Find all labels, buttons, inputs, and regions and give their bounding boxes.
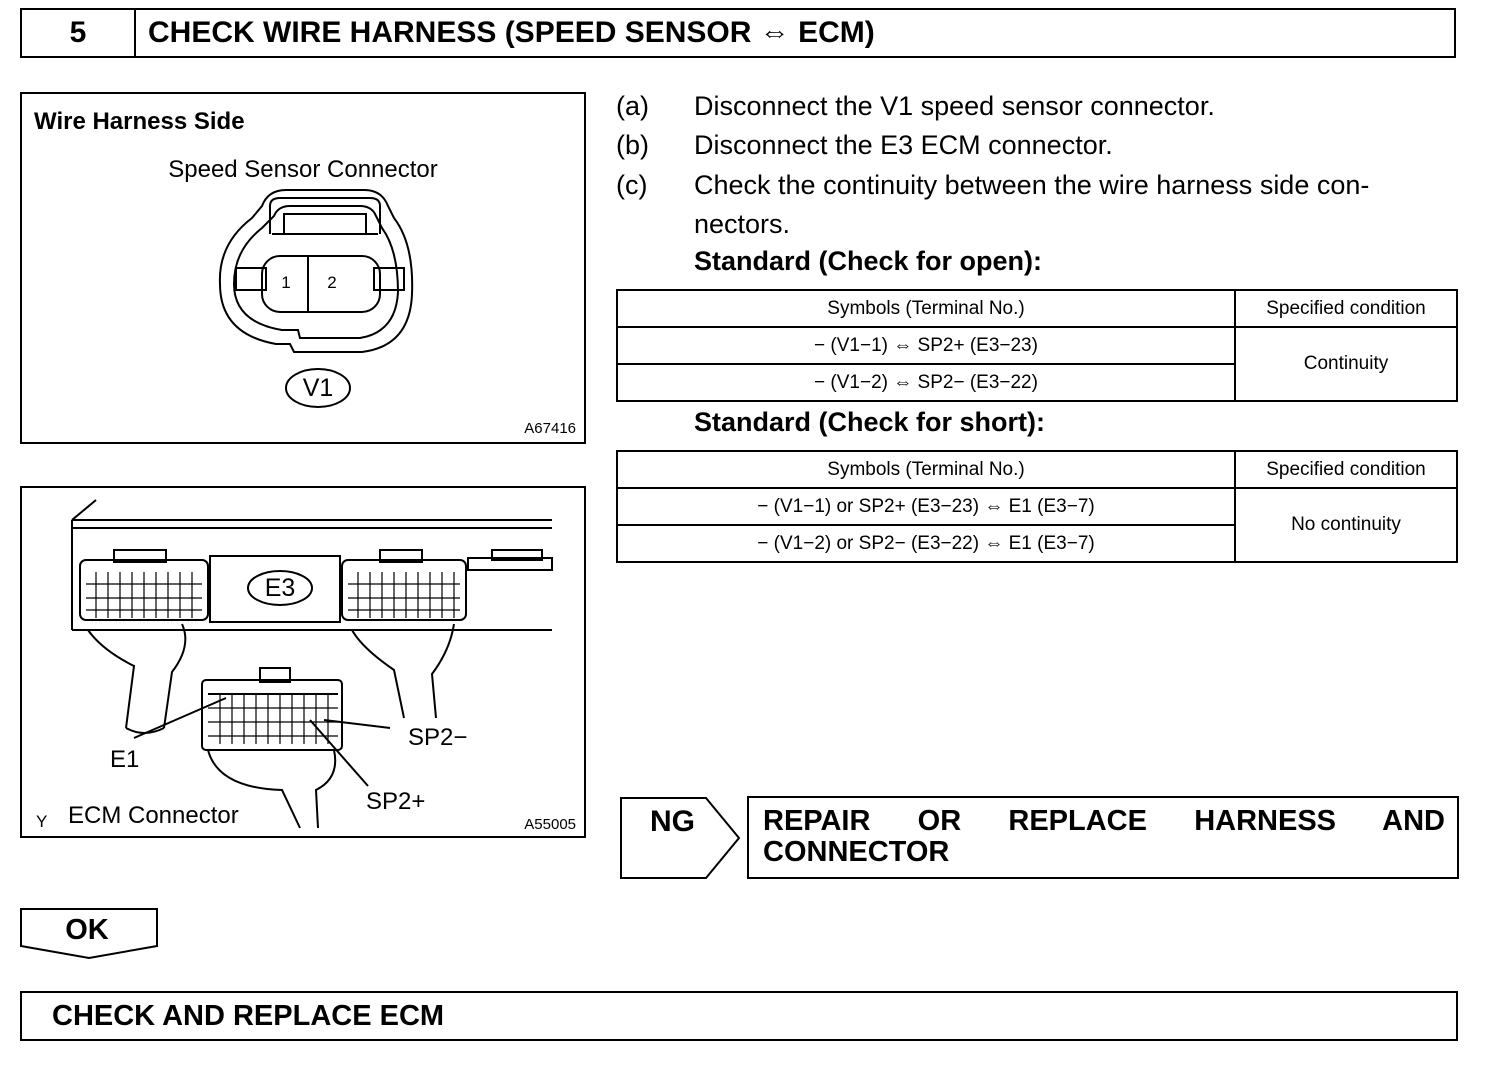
figure-caption: Speed Sensor Connector	[168, 156, 438, 183]
figure-title: Wire Harness Side	[34, 108, 245, 135]
connector-code-e3: E3	[264, 574, 296, 602]
table-row: − (V1−1) ⇔ SP2+ (E3−23) Continuity	[616, 326, 1458, 402]
column-header-condition: Specified condition	[1234, 450, 1458, 489]
speed-sensor-figure: Wire Harness Side Speed Sensor Connector…	[20, 92, 586, 444]
ng-action-line-1: REPAIR OR REPLACE HARNESS AND	[763, 805, 1445, 837]
figure-caption: ECM Connector	[68, 802, 239, 829]
final-action-box: CHECK AND REPLACE ECM	[20, 991, 1458, 1041]
table-cell-symbols: − (V1−2) or SP2− (E3−22) ⇔ E1 (E3−7)	[616, 524, 1236, 563]
standard-open-table: Symbols (Terminal No.) Specified conditi…	[616, 289, 1458, 402]
terminal-label-e1: E1	[110, 746, 140, 773]
figure-id: A55005	[524, 816, 576, 833]
ng-label: NG	[650, 805, 695, 838]
ok-branch-arrow: OK	[20, 908, 160, 960]
step-text: Disconnect the E3 ECM connector.	[694, 130, 1113, 160]
figure-id: A67416	[524, 420, 576, 437]
ecm-connector-drawing	[71, 499, 553, 829]
ok-arrow-shape	[20, 908, 158, 960]
table-cell-symbols: − (V1−1) or SP2+ (E3−23) ⇔ E1 (E3−7)	[616, 487, 1236, 526]
corner-mark: Y	[36, 812, 48, 831]
column-header-symbols: Symbols (Terminal No.)	[616, 450, 1236, 489]
terminal-label-sp2-plus: SP2+	[366, 788, 426, 815]
connector-code-v1: V1	[302, 374, 334, 402]
ng-branch-arrow: NG	[620, 797, 741, 879]
step-text: Disconnect the V1 speed sensor connector…	[694, 91, 1215, 121]
standard-short-title: Standard (Check for short):	[694, 407, 1046, 437]
standard-short-table: Symbols (Terminal No.) Specified conditi…	[616, 450, 1458, 563]
ok-label: OK	[65, 914, 109, 946]
table-cell-symbols: − (V1−2) ⇔ SP2− (E3−22)	[616, 363, 1236, 402]
speed-sensor-connector-drawing	[218, 189, 414, 408]
ecm-connector-figure: E3 E1 SP2− SP2+ Y ECM Connector A55005	[20, 486, 586, 838]
step-label: (b)	[616, 130, 649, 160]
table-row: − (V1−2) ⇔ SP2− (E3−22)	[616, 363, 1457, 402]
column-header-symbols: Symbols (Terminal No.)	[616, 289, 1236, 328]
step-number: 5	[20, 8, 136, 58]
column-header-condition: Specified condition	[1234, 289, 1458, 328]
pin-2-label: 2	[327, 273, 337, 292]
table-header-row: Symbols (Terminal No.) Specified conditi…	[616, 289, 1458, 328]
table-cell-condition: Continuity	[1234, 326, 1458, 402]
table-header-row: Symbols (Terminal No.) Specified conditi…	[616, 450, 1458, 489]
table-cell-condition: No continuity	[1234, 487, 1458, 563]
ng-action-box: REPAIR OR REPLACE HARNESS AND CONNECTOR	[747, 796, 1459, 879]
table-row: − (V1−1) or SP2+ (E3−23) ⇔ E1 (E3−7) No …	[616, 487, 1458, 563]
ng-action-line-2: CONNECTOR	[763, 836, 950, 868]
table-row: − (V1−2) or SP2− (E3−22) ⇔ E1 (E3−7)	[616, 524, 1457, 563]
step-text: nectors.	[694, 209, 791, 239]
pin-1-label: 1	[281, 273, 291, 292]
table-cell-symbols: − (V1−1) ⇔ SP2+ (E3−23)	[616, 326, 1236, 365]
terminal-label-sp2-minus: SP2−	[408, 724, 468, 751]
standard-open-title: Standard (Check for open):	[694, 246, 1043, 276]
step-label: (a)	[616, 91, 649, 121]
step-text: Check the continuity between the wire ha…	[694, 170, 1370, 200]
step-label: (c)	[616, 170, 648, 200]
ng-arrow-shape	[620, 797, 741, 879]
step-title: CHECK WIRE HARNESS (SPEED SENSOR ⇔ ECM)	[134, 8, 1456, 58]
